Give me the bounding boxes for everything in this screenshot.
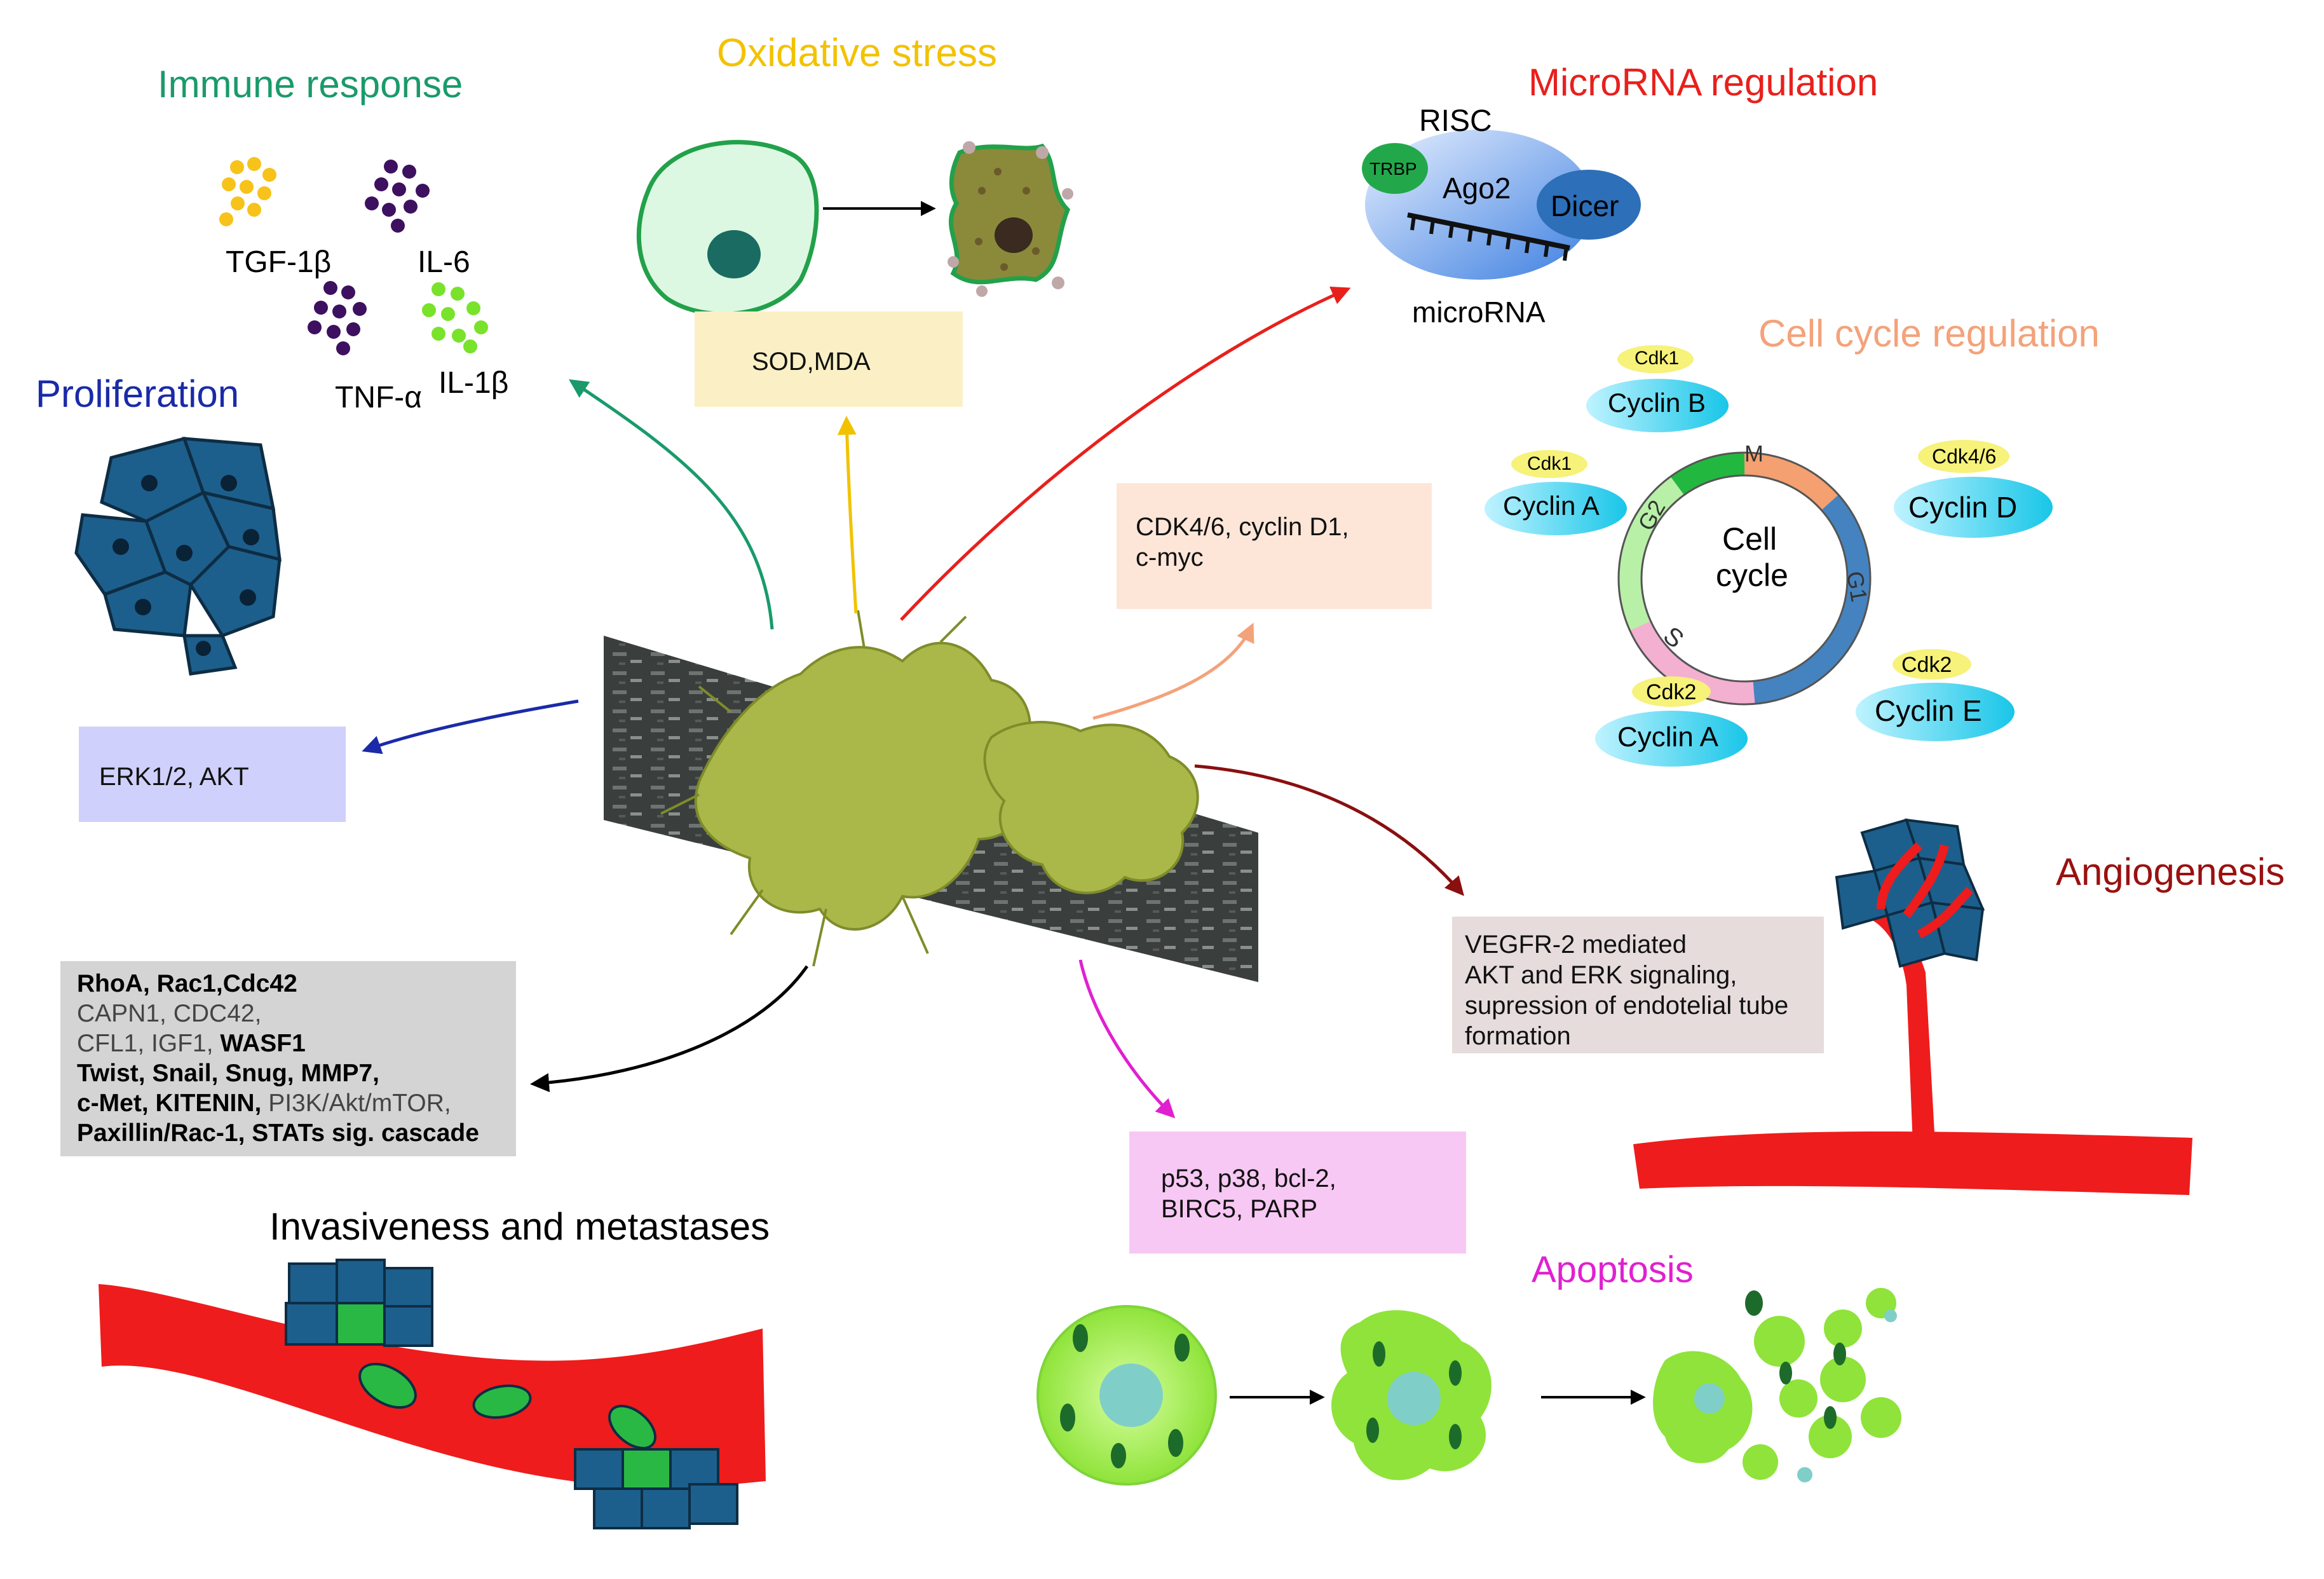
cdk-label-3: Cdk4/6: [1932, 445, 1997, 468]
trbp-label: TRBP: [1369, 159, 1417, 179]
lichen-thallus: [660, 610, 1199, 967]
cytokine-label-il6: IL-6: [418, 245, 470, 279]
microrna-regulation-title: MicroRNA regulation: [1528, 61, 1879, 104]
inv-line-6: Paxillin/Rac-1, STATs sig. cascade: [77, 1119, 479, 1147]
cyclin-label-a1: Cyclin A: [1503, 491, 1600, 521]
risc-complex: [1362, 130, 1641, 280]
cellcycle-markers-box: CDK4/6, cyclin D1, c-myc: [1117, 483, 1432, 609]
arrow-to-invasiveness: [530, 965, 809, 1093]
proliferation-markers-box: ERK1/2, AKT: [79, 727, 346, 822]
cyclin-a-ellipse-1: [1485, 482, 1627, 535]
lichen-on-bark-illustration: [604, 610, 1258, 982]
immune-response-title: Immune response: [158, 63, 463, 106]
invasiveness-title: Invasiveness and metastases: [269, 1205, 770, 1248]
proliferation-markers-text: ERK1/2, AKT: [99, 763, 249, 791]
proliferation-cell-cluster: [74, 437, 282, 676]
cell-cycle-wheel: [1485, 345, 2053, 767]
invasiveness-markers-box: RhoA, Rac1,Cdc42 CAPN1, CDC42, CFL1, IGF…: [60, 961, 516, 1156]
cytokine-label-tnf: TNF-α: [335, 381, 423, 414]
apoptosis-line2: BIRC5, PARP: [1161, 1195, 1317, 1223]
ago2-label: Ago2: [1443, 172, 1511, 205]
inv-line-4: Twist, Snail, Snug, MMP7,: [77, 1060, 379, 1087]
risc-label: RISC: [1419, 104, 1492, 138]
inv-line-3: CFL1, IGF1, WASF1: [77, 1030, 306, 1057]
cytokine-dots: [219, 157, 488, 355]
arrow-to-microrna: [900, 286, 1351, 621]
microrna-label: microRNA: [1412, 296, 1546, 329]
cyclin-d-ellipse: [1894, 477, 2053, 538]
arrow-to-apoptosis: [1078, 959, 1176, 1119]
arrow-to-immune: [569, 379, 774, 630]
angiogenesis-line3: supression of endotelial tube: [1465, 992, 1789, 1020]
cyclin-label-e: Cyclin E: [1875, 694, 1982, 727]
cellcycle-markers-line2: c-myc: [1136, 543, 1204, 571]
cyclin-label-d: Cyclin D: [1908, 491, 2018, 524]
cdk-label-1: Cdk1: [1634, 348, 1680, 369]
cyclin-a-ellipse-2: [1595, 711, 1748, 767]
cyclin-label-a2: Cyclin A: [1617, 721, 1718, 753]
angiogenesis-line4: formation: [1465, 1022, 1571, 1050]
cyclin-e-ellipse: [1856, 683, 2015, 741]
oxidative-stress-title: Oxidative stress: [717, 31, 998, 75]
cytokine-label-tgf: TGF-1β: [226, 245, 332, 279]
cyclin-b-ellipse: [1586, 379, 1729, 432]
apoptosis-title: Apoptosis: [1532, 1249, 1694, 1290]
phase-label-g1: G1: [1841, 569, 1873, 604]
oxidative-markers-text: SOD,MDA: [752, 348, 871, 376]
angiogenesis-markers-box: VEGFR-2 mediated AKT and ERK signaling, …: [1452, 917, 1824, 1053]
angiogenesis-illustration: [1633, 818, 2192, 1195]
arrow-to-cellcycle: [1092, 622, 1254, 720]
apoptosis-line1: p53, p38, bcl-2,: [1161, 1165, 1336, 1193]
cellcycle-markers-line1: CDK4/6, cyclin D1,: [1136, 513, 1349, 541]
cdk-label-5: Cdk2: [1901, 653, 1952, 677]
proliferation-title: Proliferation: [36, 373, 240, 415]
phase-label-m: M: [1744, 441, 1763, 467]
angiogenesis-title: Angiogenesis: [2056, 851, 2285, 893]
invasiveness-illustration: [99, 1259, 766, 1529]
cell-cycle-center-line1: Cell: [1722, 521, 1777, 557]
oxidative-stress-cells: [636, 140, 1073, 317]
cell-cycle-regulation-title: Cell cycle regulation: [1758, 312, 2100, 355]
oxidative-markers-box: SOD,MDA: [695, 311, 963, 407]
apoptosis-markers-box: p53, p38, bcl-2, BIRC5, PARP: [1129, 1131, 1466, 1254]
arrow-to-oxidative: [837, 416, 858, 614]
inv-line-2: CAPN1, CDC42,: [77, 1000, 262, 1027]
angiogenesis-line2: AKT and ERK signaling,: [1465, 961, 1737, 989]
arrow-to-proliferation: [362, 699, 579, 755]
inv-line-5: c-Met, KITENIN, PI3K/Akt/mTOR,: [77, 1090, 451, 1117]
dicer-label: Dicer: [1551, 189, 1619, 222]
inv-line-1: RhoA, Rac1,Cdc42: [77, 970, 297, 997]
cdk-label-4: Cdk2: [1646, 680, 1697, 704]
cytokine-label-il1b: IL-1β: [438, 366, 509, 400]
angiogenesis-line1: VEGFR-2 mediated: [1465, 931, 1687, 959]
apoptosis-illustration: [1036, 1288, 1901, 1486]
cdk-label-2: Cdk1: [1527, 453, 1572, 474]
arrow-to-angiogenesis: [1194, 764, 1464, 896]
cyclin-label-b: Cyclin B: [1608, 388, 1706, 418]
cell-cycle-center-line2: cycle: [1716, 557, 1788, 593]
